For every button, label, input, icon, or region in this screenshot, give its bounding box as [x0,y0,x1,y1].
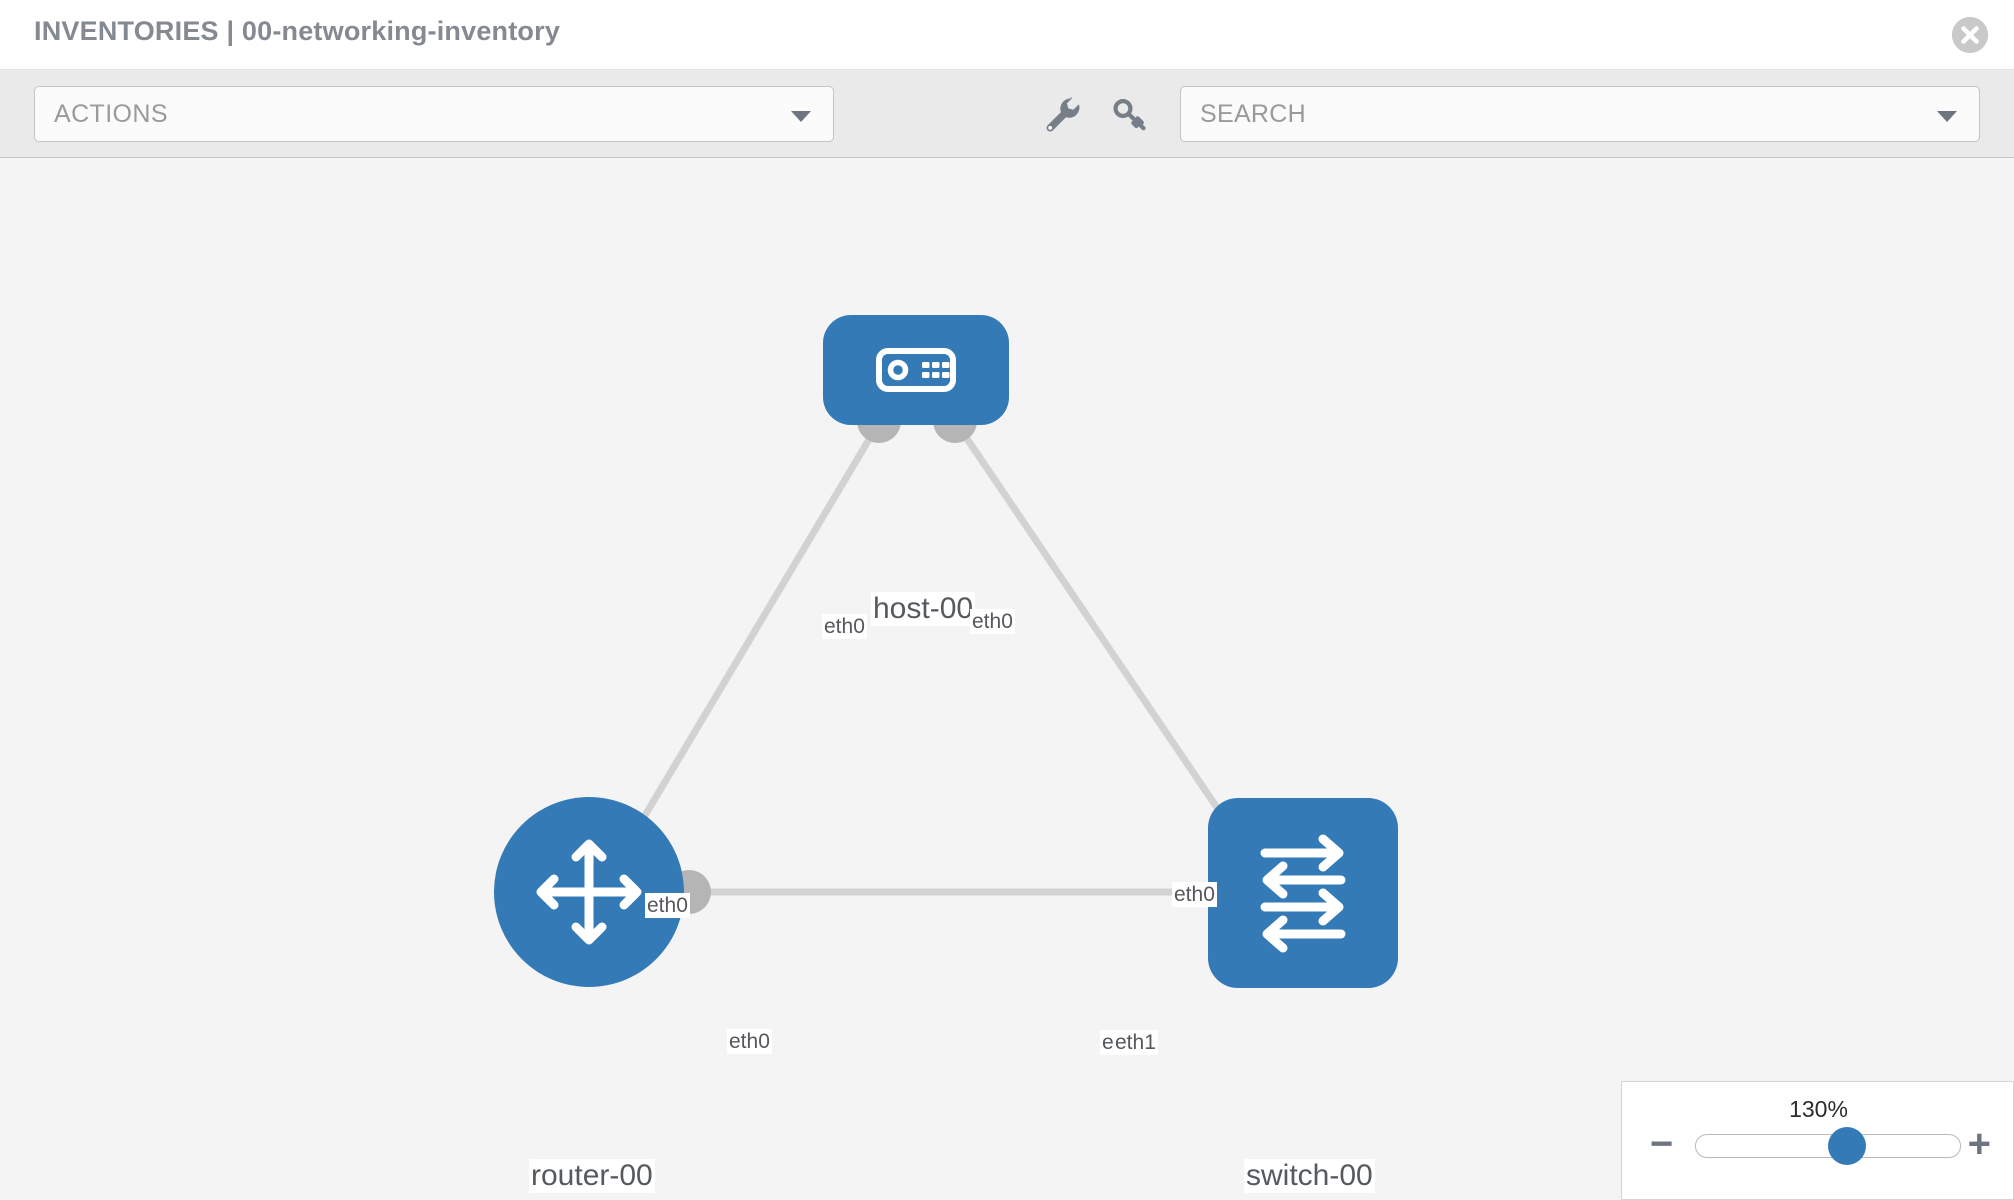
iface-label-switch-router: eth1 [1113,1030,1158,1055]
close-icon[interactable] [1952,17,1988,53]
page-header: INVENTORIES | 00-networking-inventory [0,0,2014,70]
node-switch-00 [1208,798,1398,988]
search-input[interactable] [1181,87,1941,141]
iface-label-host-switch: eth0 [970,609,1015,634]
link-host-switch [952,419,1248,851]
minus-icon[interactable]: − [1650,1122,1674,1166]
link-host-router [621,419,884,851]
zoom-slider-thumb[interactable] [1828,1127,1867,1165]
zoom-level-value: 130% [1789,1096,1848,1122]
node-label-host-00: host-00 [871,592,976,626]
iface-label-router-host: eth0 [645,893,690,918]
page-title: INVENTORIES | 00-networking-inventory [34,16,561,46]
topology-canvas[interactable]: host-00 router-00 switch-00 eth0 eth0 et… [0,159,2014,1200]
zoom-slider-track[interactable] [1695,1127,1961,1165]
zoom-control-panel: 130% − + [1621,1081,2014,1200]
plus-icon[interactable]: + [1967,1122,1991,1166]
actions-dropdown-label: ACTIONS [54,100,168,128]
node-label-router-00: router-00 [529,1159,655,1193]
topology-connectors [667,399,1267,915]
chevron-down-icon [791,111,811,122]
chevron-down-icon[interactable] [1937,111,1957,122]
node-router-00 [494,797,684,987]
topology-links [621,419,1248,896]
node-host-00 [823,315,1009,425]
node-label-switch-00: switch-00 [1244,1159,1375,1193]
actions-dropdown[interactable]: ACTIONS [34,86,834,142]
wrench-icon[interactable] [1040,92,1084,136]
toolbar: ACTIONS [0,70,2014,158]
iface-label-switch-host: eth0 [1172,882,1217,907]
iface-label-router-switch: eth0 [727,1029,772,1054]
iface-label-host-router: eth0 [822,614,867,639]
key-icon[interactable] [1108,92,1152,136]
search-field[interactable] [1180,86,1980,142]
